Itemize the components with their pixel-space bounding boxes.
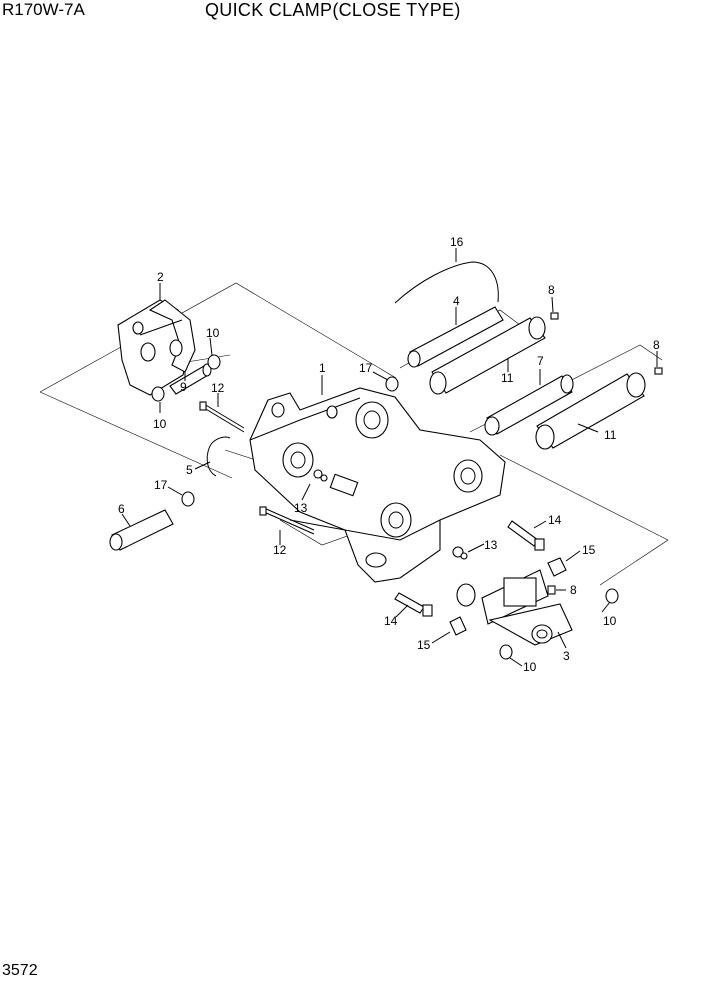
- callout-13-right: 13: [484, 538, 498, 552]
- callout-12-lower: 12: [273, 543, 287, 557]
- callout-4: 4: [453, 294, 460, 308]
- callout-9: 9: [180, 380, 187, 394]
- callout-6: 6: [118, 502, 125, 516]
- callout-7: 7: [537, 354, 544, 368]
- callout-2: 2: [157, 270, 164, 284]
- callout-13-frame: 13: [294, 501, 308, 515]
- callout-17-lower: 17: [154, 478, 168, 492]
- part-8-fittings: [547, 312, 663, 595]
- part-15-elbows: [449, 557, 567, 636]
- callout-17-upper: 17: [359, 361, 373, 375]
- callout-numbers: 2 16 4 8 8 10 1 17 11 7 12 9 10 11 5 17 …: [118, 235, 660, 674]
- part-4-cylinder: [407, 306, 504, 368]
- part-9-pin: [169, 363, 212, 395]
- callout-10-upper: 10: [206, 326, 220, 340]
- part-1-main-frame: [249, 387, 506, 583]
- callout-10-bottom: 10: [523, 660, 537, 674]
- callout-15-upper: 15: [582, 543, 596, 557]
- callout-11-upper: 11: [501, 371, 514, 385]
- callout-11-lower: 11: [604, 428, 617, 442]
- page-number: 3572: [2, 962, 38, 979]
- callout-16: 16: [450, 235, 464, 249]
- diagram-title: QUICK CLAMP(CLOSE TYPE): [205, 0, 461, 20]
- callout-5: 5: [186, 463, 193, 477]
- part-11-cylinders: [429, 316, 646, 450]
- callout-3: 3: [563, 649, 570, 663]
- callout-10-right: 10: [603, 614, 617, 628]
- leader-lines: [121, 248, 658, 667]
- part-17-ring-lower: [181, 491, 195, 507]
- part-7-cylinder: [484, 374, 574, 436]
- part-16-cable: [394, 261, 499, 304]
- part-5-lock-pin: [206, 436, 231, 477]
- callout-14-upper: 14: [548, 513, 562, 527]
- callout-8-right: 8: [653, 338, 660, 352]
- part-3-valve-assembly: [456, 569, 573, 646]
- part-2-bracket: [117, 299, 196, 396]
- part-6-pin: [109, 509, 174, 551]
- callout-12-upper: 12: [211, 381, 225, 395]
- part-13-fittings: [313, 469, 468, 560]
- part-10-retaining-rings: [151, 354, 619, 660]
- callout-15-lower: 15: [417, 638, 431, 652]
- part-17-ring-upper: [385, 376, 399, 392]
- part-12-bolts: [199, 401, 315, 535]
- callout-10-left: 10: [153, 417, 167, 431]
- callout-1: 1: [319, 361, 326, 375]
- callout-8-top: 8: [548, 283, 555, 297]
- callout-8-lower: 8: [570, 583, 577, 597]
- part-14-hose-fittings: [394, 520, 545, 617]
- model-code: R170W-7A: [2, 0, 85, 19]
- callout-14-lower: 14: [384, 614, 398, 628]
